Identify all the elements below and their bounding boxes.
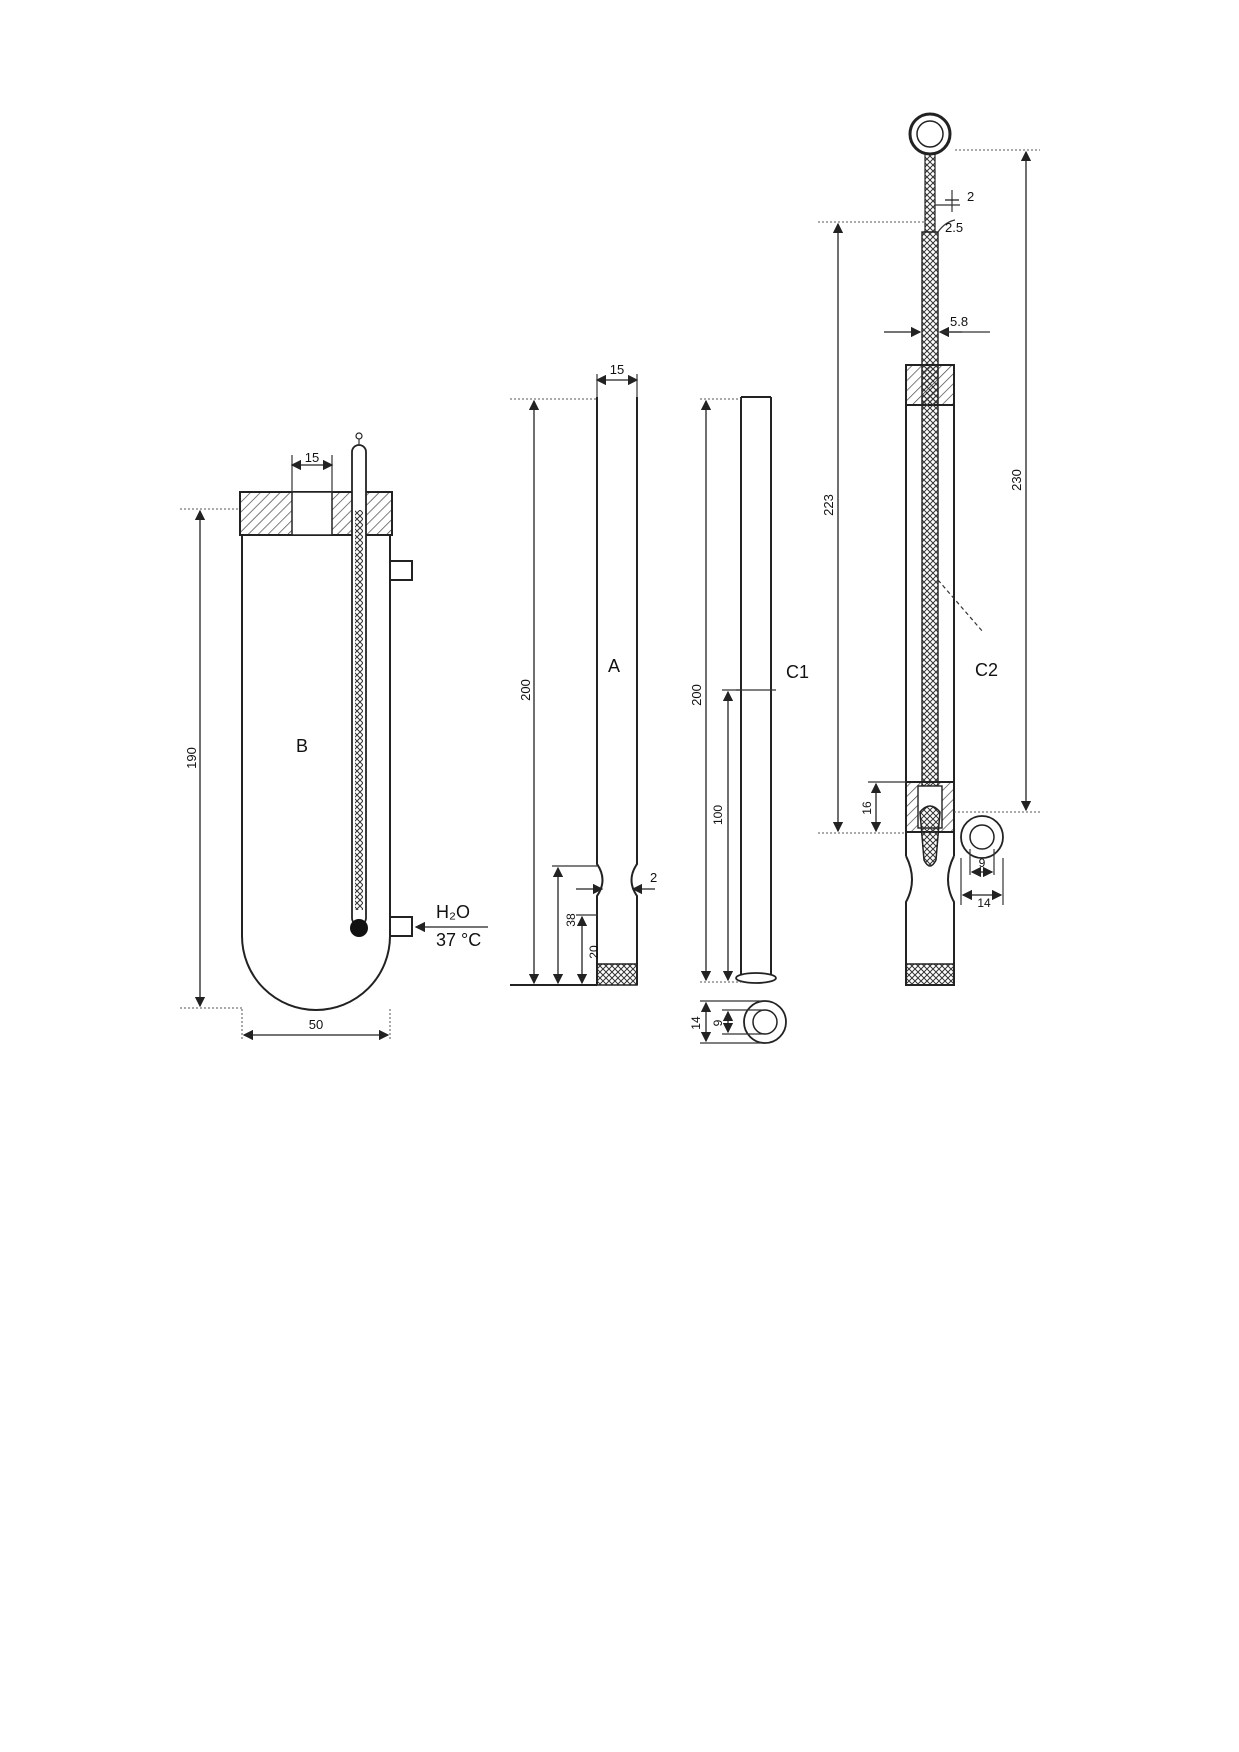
- tube-c1-inner-dim: 9: [711, 1019, 725, 1026]
- water-label: H₂O: [436, 902, 470, 922]
- c2-230-dim: 230: [1009, 469, 1024, 491]
- tube-c2: 2 2.5 5.8 223 230 16 C2 9 14: [818, 112, 1040, 986]
- tube-a-width-dim: 15: [610, 362, 624, 377]
- thermometer-scale: [355, 510, 363, 910]
- bath-lower-inlet: [390, 916, 413, 937]
- c2-25-dim: 2.5: [945, 220, 963, 235]
- bath-height-dim: 190: [184, 747, 199, 769]
- c2-sample-plug: [919, 805, 941, 867]
- bath-opening: [291, 491, 333, 536]
- bath-width-dim: 50: [309, 1017, 323, 1032]
- tube-c1-label: C1: [786, 662, 809, 682]
- c2-inner-rod: [921, 231, 939, 788]
- c2-rod: [924, 153, 936, 233]
- tube-c2-label: C2: [975, 660, 998, 680]
- bath-b: 15 190 50 B H₂O 37 °C: [180, 432, 488, 1041]
- tube-c1-base: [735, 972, 777, 984]
- c2-223-dim: 223: [821, 494, 836, 516]
- c2-58-dim: 5.8: [950, 314, 968, 329]
- tube-a-right-wall: [630, 397, 638, 985]
- tube-a-plug: [596, 963, 638, 986]
- tube-a: 15 200 38 20 2 A: [510, 362, 657, 986]
- temperature-label: 37 °C: [436, 930, 481, 950]
- bath-upper-outlet: [390, 560, 413, 581]
- tube-c1-outer-dim: 14: [689, 1016, 703, 1030]
- bath-label: B: [296, 736, 308, 756]
- tube-c1: 200 100 C1 14 9: [689, 396, 809, 1044]
- tube-a-neck-dim: 2: [650, 870, 657, 885]
- tube-a-height-dim: 200: [518, 679, 533, 701]
- tube-a-38-dim: 38: [564, 913, 578, 927]
- tube-c1-section-inner: [752, 1009, 778, 1035]
- c2-section-inner: [969, 824, 995, 850]
- c2-outer-dim: 14: [977, 896, 991, 910]
- tube-a-20-dim: 20: [587, 945, 601, 959]
- c2-16-dim: 16: [860, 801, 874, 815]
- tube-a-left-wall: [596, 397, 604, 985]
- tube-a-label: A: [608, 656, 620, 676]
- c2-2-dim: 2: [967, 189, 974, 204]
- tube-c1-100-dim: 100: [711, 805, 725, 825]
- bath-opening-dim: 15: [305, 450, 319, 465]
- c2-bottom-plug: [905, 963, 955, 986]
- bath-body: [241, 535, 391, 1011]
- c2-inner-dim: 9: [979, 856, 986, 870]
- thermometer-bulb: [350, 919, 368, 937]
- tube-c1-height-dim: 200: [689, 684, 704, 706]
